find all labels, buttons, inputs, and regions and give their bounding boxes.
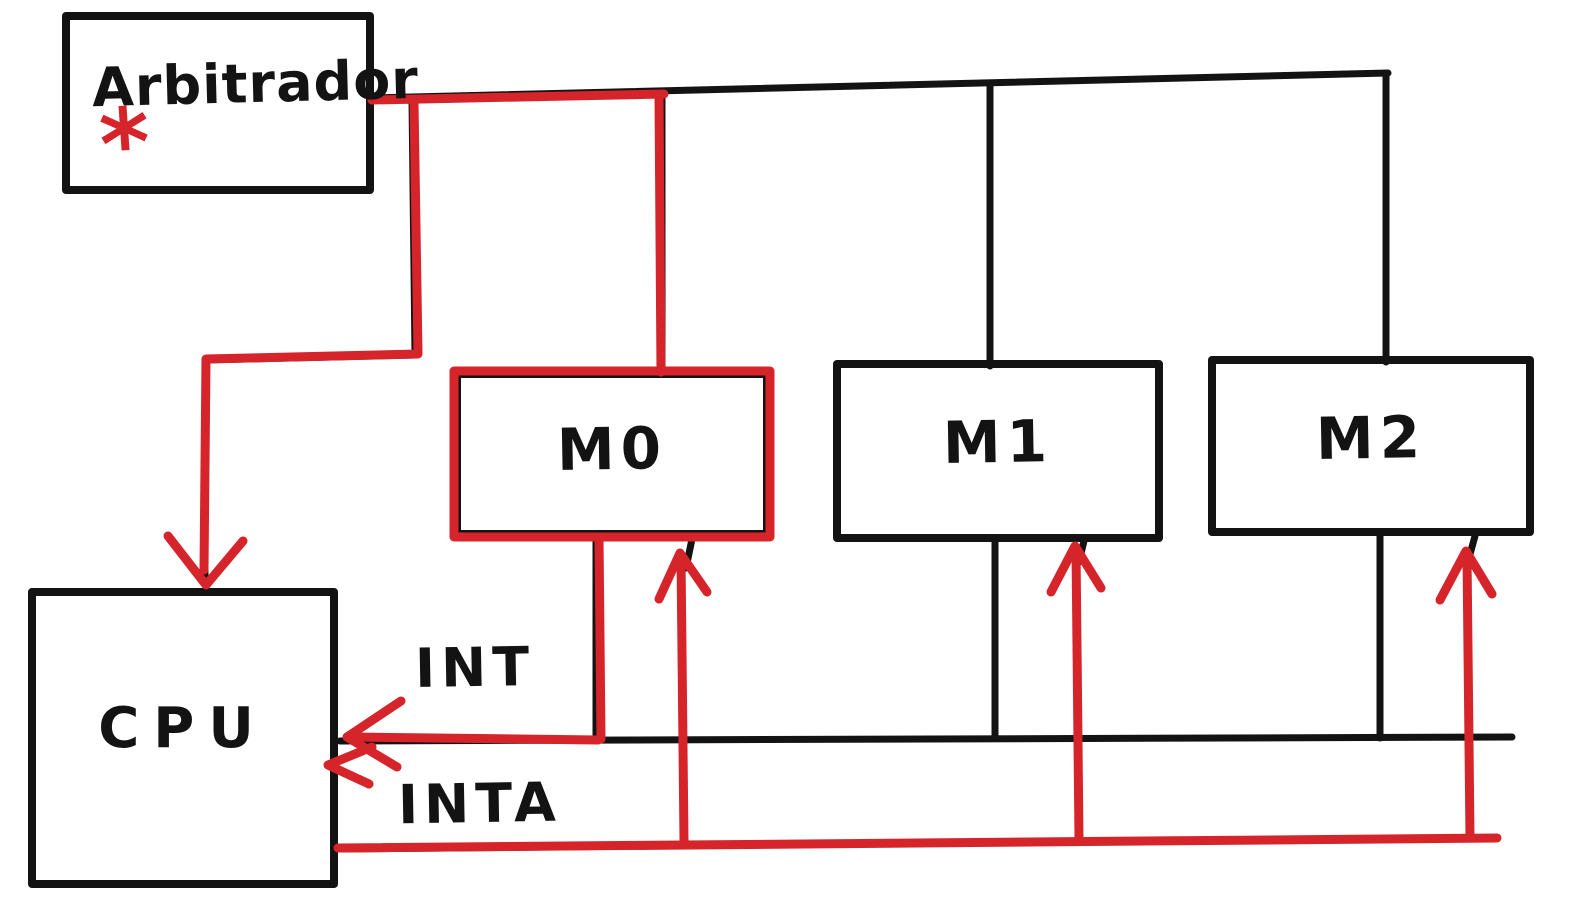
red-int-arrowhead-2 [323, 742, 377, 789]
red-int-line-to-cpu [347, 732, 603, 745]
red-arrowhead-into-m2 [1435, 546, 1497, 605]
red-m0-int-drop [594, 532, 606, 744]
m1-box [833, 360, 1163, 542]
m2-box [1208, 356, 1534, 536]
red-inta-up-to-m0 [676, 553, 689, 846]
m0-label: M0 [556, 414, 668, 484]
red-arbiter-to-cpu-path [199, 97, 423, 575]
red-arrowhead-into-m0 [654, 548, 712, 604]
m2-label: M2 [1315, 403, 1427, 473]
int-signal-label: INT [414, 634, 536, 701]
red-top-bus-segment [367, 89, 669, 105]
red-arrowhead-into-cpu-top [163, 531, 248, 590]
red-m0-box-outline [449, 366, 775, 542]
inta-signal-label: INTA [397, 770, 563, 837]
red-inta-up-to-m1 [1071, 545, 1084, 844]
m1-label: M1 [942, 407, 1054, 477]
red-int-arrowhead [342, 696, 406, 772]
red-inta-up-to-m2 [1462, 551, 1475, 843]
arbiter-to-cpu-line [201, 96, 419, 579]
red-drop-to-m0 [654, 91, 666, 377]
cpu-box [28, 588, 338, 888]
red-inta-bus [333, 833, 1502, 853]
cpu-label: CPU [98, 696, 268, 761]
red-arrowhead-into-m1 [1046, 541, 1106, 597]
red-asterisk-marker: * [96, 86, 155, 202]
